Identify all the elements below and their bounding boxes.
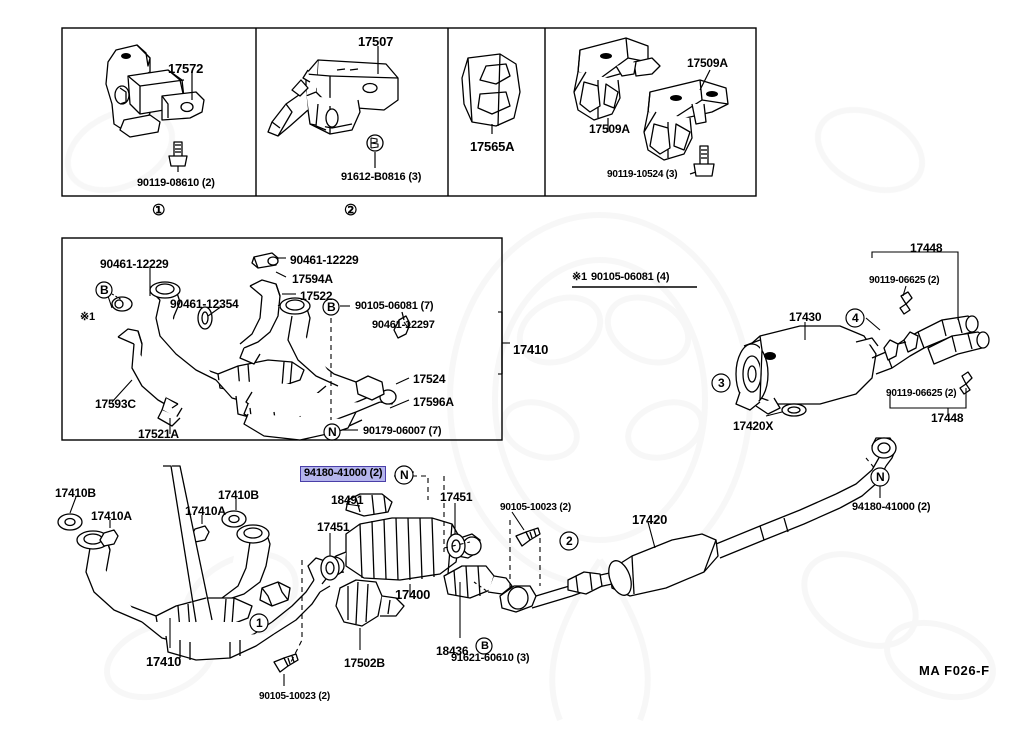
bottom-left-leader-lines [69, 496, 237, 648]
circle-marker-b-right-text: B [327, 300, 336, 314]
circle-marker-n-bottom-left-text: N [400, 468, 409, 482]
bottom-circle-markers [249, 465, 890, 655]
circle-marker-n-bottom-right-text: N [876, 470, 885, 484]
reference-note-text: 90105-06081 (4) [590, 271, 670, 283]
part-17448-bottom: 17448 [931, 411, 964, 425]
part-90179-06007: 90179-06007 (7) [363, 425, 442, 437]
part-17400: 17400 [395, 587, 431, 602]
part-17448-top: 17448 [910, 241, 943, 255]
leader-lines-panel1 [177, 72, 193, 172]
part-90105-10023-right: 90105-10023 (2) [500, 502, 571, 513]
circle-marker-1-bottom-text: 1 [256, 616, 263, 630]
circle-marker-4-text: 4 [852, 311, 859, 325]
part-17502B: 17502B [344, 656, 385, 670]
part-90461-12354: 90461-12354 [170, 297, 239, 311]
panel-2-marker: ② [344, 202, 358, 219]
part-91621-60610: 91621-60610 (3) [451, 652, 530, 664]
part-18491: 18491 [331, 493, 364, 507]
drawing-17420-center-pipe [499, 437, 897, 613]
part-17420: 17420 [632, 512, 668, 527]
drawing-17430-muffler [735, 291, 990, 417]
part-90119-10524: 90119-10524 (3) [607, 169, 678, 180]
reference-note-mark: ※1 [572, 271, 587, 283]
panel-1-marker: ① [152, 202, 166, 219]
part-90119-06625-bottom: 90119-06625 (2) [886, 388, 957, 399]
part-17524: 17524 [413, 372, 446, 386]
part-90105-10023-left: 90105-10023 (2) [259, 691, 330, 702]
drawing-17400-converter [273, 493, 541, 673]
part-17410B-left: 17410B [55, 486, 96, 500]
part-17451-left: 17451 [317, 520, 350, 534]
middle-leader-lines [107, 257, 510, 434]
part-17410-main: 17410 [146, 654, 182, 669]
drawing-17410-assembly [111, 252, 411, 441]
part-17565A: 17565A [470, 139, 515, 154]
part-17420X: 17420X [733, 419, 774, 433]
part-17594A: 17594A [292, 272, 333, 286]
part-17507: 17507 [358, 34, 394, 49]
part-17522: 17522 [300, 289, 333, 303]
part-94180-41000-right: 94180-41000 (2) [852, 501, 931, 513]
circle-marker-2-bottom-text: 2 [566, 534, 573, 548]
middle-circle-markers [95, 281, 341, 441]
part-17509A-right: 17509A [687, 56, 728, 70]
part-90461-12229-right: 90461-12229 [290, 253, 359, 267]
circle-marker-3-text: 3 [718, 376, 725, 390]
part-17410A-left: 17410A [91, 509, 132, 523]
leader-lines-panel4 [607, 69, 711, 175]
part-17521A: 17521A [138, 427, 179, 441]
part-18436: 18436 [436, 644, 469, 658]
part-17430: 17430 [789, 310, 822, 324]
circle-marker-b-bottom-text: B [481, 640, 489, 652]
part-17451-right: 17451 [440, 490, 473, 504]
part-94180-41000-highlighted[interactable]: 94180-41000 (2) [300, 466, 387, 482]
leader-lines-panel2 [374, 46, 379, 168]
part-90119-06625-top: 90119-06625 (2) [869, 275, 940, 286]
part-90119-08610: 90119-08610 (2) [137, 177, 215, 189]
top-panel-frames [61, 27, 757, 197]
part-91612-B0816: 91612-B0816 (3) [341, 171, 422, 183]
drawing-17572 [105, 44, 205, 167]
right-circle-markers [711, 308, 865, 393]
part-90461-12229-left: 90461-12229 [100, 257, 169, 271]
part-17410B-right: 17410B [218, 488, 259, 502]
diagram-code: MA F026-F [919, 663, 990, 678]
part-17509A-left: 17509A [589, 122, 630, 136]
circle-marker-n-text: N [328, 425, 337, 439]
drawing-17509A-b [643, 79, 729, 177]
part-17410-callout: 17410 [513, 342, 549, 357]
part-17596A: 17596A [413, 395, 454, 409]
drawing-17509A-a [573, 37, 661, 121]
drawing-17565A [461, 53, 521, 127]
part-90461-12297: 90461-12297 [372, 319, 435, 331]
right-leader-lines [765, 246, 967, 417]
part-17410A-right: 17410A [185, 504, 226, 518]
part-17593C: 17593C [95, 397, 136, 411]
drawing-17410-front-pipe [57, 465, 331, 661]
part-90105-06081: 90105-06081 (7) [355, 300, 434, 312]
reference-mark-1: ※1 [80, 311, 95, 323]
circle-marker-b-left-text: B [100, 283, 109, 297]
part-17572: 17572 [168, 61, 204, 76]
